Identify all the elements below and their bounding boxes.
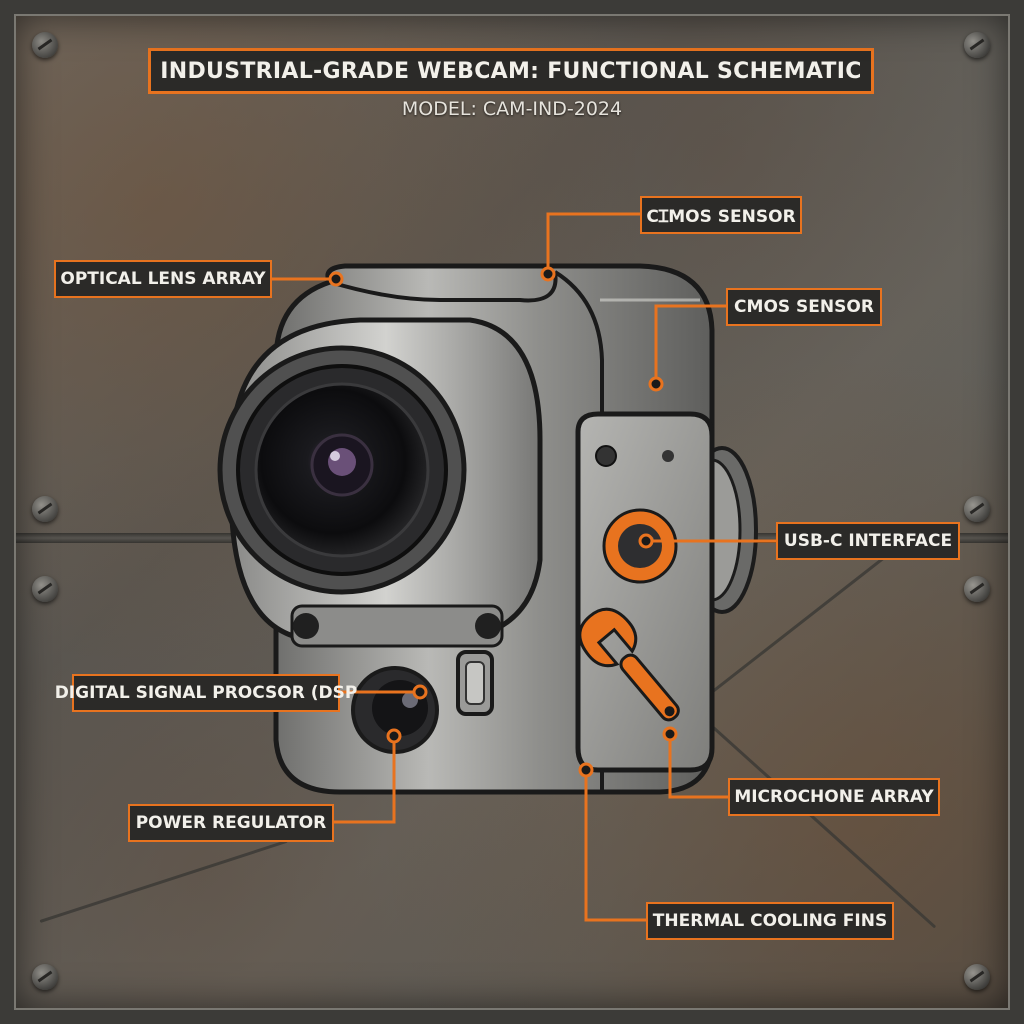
bolt-icon <box>964 496 990 522</box>
side-panel <box>575 411 715 773</box>
page-title: INDUSTRIAL-GRADE WEBCAM: FUNCTIONAL SCHE… <box>148 48 874 94</box>
label-optical-lens-array: OPTICAL LENS ARRAY <box>54 260 272 298</box>
callout-point <box>412 684 428 700</box>
label-thermal-cooling-fins: THERMAL COOLING FINS <box>646 902 894 940</box>
lens-assembly <box>217 317 543 643</box>
label-digital-signal-processor: DIGITAL SIGNAL PROCSOR (DSP <box>55 674 357 712</box>
bolt-icon <box>964 964 990 990</box>
label-usb-c-interface: USB-C INTERFACE <box>776 522 960 560</box>
label-microphone-array: MICROCHONE ARRAY <box>728 778 940 816</box>
callout-point <box>578 762 594 778</box>
callout-point <box>662 726 678 742</box>
bolt-icon <box>964 576 990 602</box>
bolt-icon <box>964 32 990 58</box>
bolt-icon <box>32 576 58 602</box>
bolt-icon <box>32 496 58 522</box>
callout-point <box>540 266 556 282</box>
callout-point <box>638 533 654 549</box>
bolt-icon <box>32 964 58 990</box>
callout-point <box>648 376 664 392</box>
callout-point <box>386 728 402 744</box>
label-cmos-sensor-top: CꞮMOS SENSOR <box>640 196 802 234</box>
wrench-icon <box>578 607 680 722</box>
model-subtitle: MODEL: CAM-IND-2024 <box>401 98 623 120</box>
label-power-regulator: POWER REGULATOR <box>128 804 334 842</box>
callout-point <box>328 271 344 287</box>
bolt-icon <box>32 32 58 58</box>
label-cmos-sensor: CMOS SENSOR <box>726 288 882 326</box>
